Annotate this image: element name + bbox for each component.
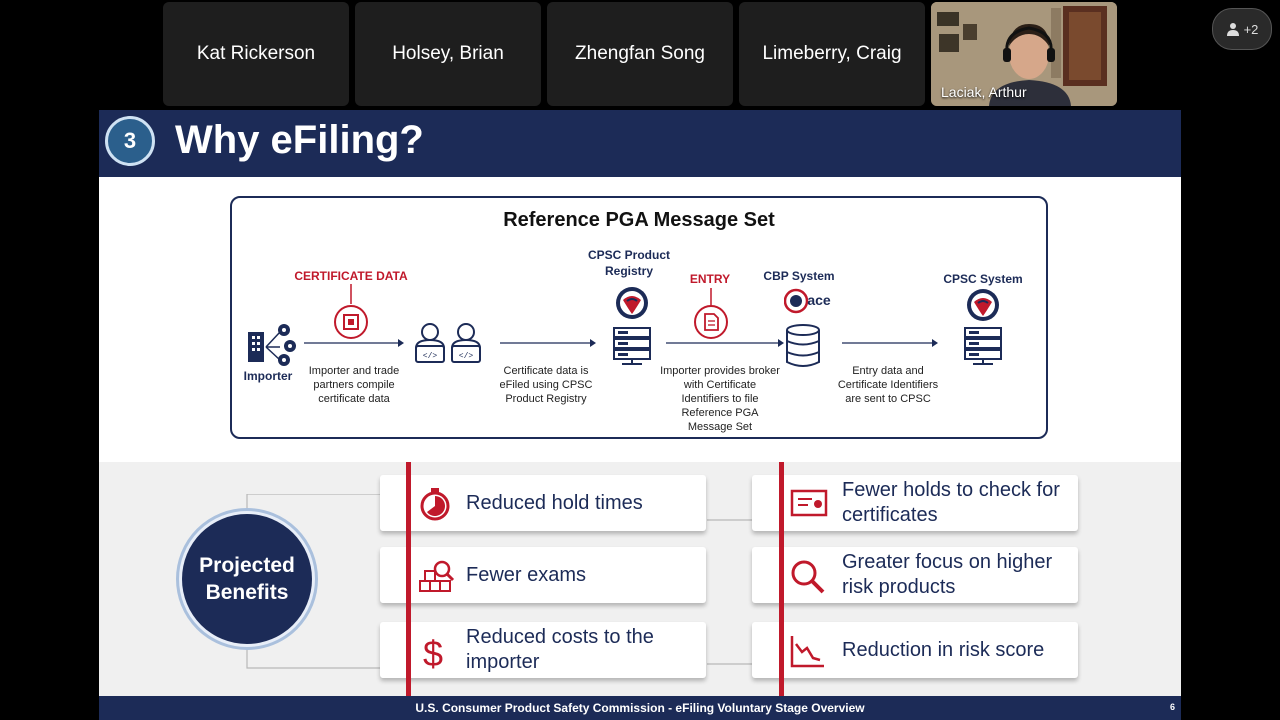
step4-caption: Entry data and Certificate Identifiers a… bbox=[837, 365, 939, 405]
page-number: 6 bbox=[1169, 702, 1175, 712]
trade-partners-icon: </> </> bbox=[415, 323, 481, 363]
diagram-title: Reference PGA Message Set bbox=[503, 209, 775, 231]
benefit-text: Fewer exams bbox=[466, 563, 587, 586]
benefit-text: Reduced hold times bbox=[466, 491, 643, 514]
participant-tile[interactable]: Kat Rickerson bbox=[163, 2, 349, 106]
server-icon bbox=[964, 327, 1002, 365]
benefit-text: Reduced costs to the importer bbox=[466, 626, 654, 673]
participant-tile[interactable]: Holsey, Brian bbox=[355, 2, 541, 106]
certificate-chip-icon bbox=[334, 284, 368, 339]
participant-name: Limeberry, Craig bbox=[762, 43, 902, 64]
cbp-system-label: CBP System bbox=[763, 269, 835, 283]
participant-name: Kat Rickerson bbox=[196, 43, 316, 64]
certificate-icon bbox=[790, 489, 828, 517]
footer-text: U.S. Consumer Product Safety Commission … bbox=[415, 701, 865, 715]
active-speaker-video[interactable]: Laciak, Arthur bbox=[931, 2, 1117, 106]
benefit-text: Fewer holds to check for certificates bbox=[842, 479, 1060, 526]
importer-label: Importer bbox=[243, 369, 293, 383]
video-frame bbox=[931, 2, 1117, 106]
step1-caption: Importer and trade partners compile cert… bbox=[308, 365, 400, 405]
reference-diagram: Reference PGA Message Set Importer CERTI… bbox=[230, 196, 1048, 439]
server-icon bbox=[613, 327, 651, 365]
inspection-icon bbox=[419, 560, 455, 592]
trend-down-icon bbox=[790, 636, 824, 668]
person-icon bbox=[1226, 23, 1239, 36]
right-accent-bar bbox=[779, 462, 784, 696]
certificate-data-label: CERTIFICATE DATA bbox=[294, 269, 408, 283]
benefit-card: Fewer holds to check for certificates bbox=[752, 475, 1078, 531]
step-number-badge: 3 bbox=[105, 116, 155, 166]
cpsc-seal-icon bbox=[967, 289, 999, 321]
shared-slide: 3 Why eFiling? Reference PGA Message Set… bbox=[99, 110, 1181, 720]
importer-building-icon bbox=[248, 324, 296, 366]
participant-name: Zhengfan Song bbox=[575, 43, 705, 64]
flow-arrow bbox=[304, 339, 404, 347]
benefit-card: Greater focus on higher risk products bbox=[752, 547, 1078, 603]
benefit-text: Reduction in risk score bbox=[842, 638, 1045, 661]
cpsc-system-label: CPSC System bbox=[943, 272, 1023, 286]
participant-name: Holsey, Brian bbox=[392, 43, 504, 64]
stopwatch-icon bbox=[420, 488, 450, 521]
ace-logo-icon bbox=[784, 288, 809, 314]
projected-benefits-badge: Projected Benefits bbox=[182, 514, 312, 644]
more-participants-button[interactable]: +2 bbox=[1212, 8, 1272, 50]
entry-label: ENTRY bbox=[689, 272, 731, 286]
more-participants-count: +2 bbox=[1243, 21, 1259, 37]
projected-benefits-label: Projected Benefits bbox=[199, 554, 295, 604]
participant-tile[interactable]: Limeberry, Craig bbox=[739, 2, 925, 106]
svg-text:</>: </> bbox=[423, 352, 438, 361]
step3-caption: Importer provides broker with Certificat… bbox=[660, 365, 780, 433]
svg-text:</>: </> bbox=[459, 352, 474, 361]
benefit-card: $ Reduced costs to the importer bbox=[380, 622, 706, 678]
benefit-card: Fewer exams bbox=[380, 547, 706, 603]
magnifier-icon bbox=[791, 560, 825, 594]
registry-label: CPSC Product Registry bbox=[587, 248, 670, 278]
left-accent-bar bbox=[406, 462, 411, 696]
benefit-card: Reduction in risk score bbox=[752, 622, 1078, 678]
slide-footer: U.S. Consumer Product Safety Commission … bbox=[99, 696, 1181, 720]
entry-document-icon bbox=[694, 288, 728, 339]
slide-header: 3 Why eFiling? bbox=[99, 110, 1181, 177]
speaker-name: Laciak, Arthur bbox=[941, 84, 1027, 100]
participant-tile[interactable]: Zhengfan Song bbox=[547, 2, 733, 106]
svg-text:$: $ bbox=[423, 634, 443, 672]
step2-caption: Certificate data is eFiled using CPSC Pr… bbox=[499, 365, 593, 405]
benefit-text: Greater focus on higher risk products bbox=[842, 551, 1053, 598]
benefit-card: Reduced hold times bbox=[380, 475, 706, 531]
flow-arrow bbox=[500, 339, 596, 347]
dollar-icon: $ bbox=[423, 634, 443, 672]
database-icon bbox=[786, 324, 820, 367]
flow-arrow bbox=[666, 339, 784, 347]
cpsc-seal-icon bbox=[616, 287, 648, 319]
flow-arrow bbox=[842, 339, 938, 347]
slide-title: Why eFiling? bbox=[175, 118, 424, 162]
ace-label: ace bbox=[807, 292, 831, 308]
